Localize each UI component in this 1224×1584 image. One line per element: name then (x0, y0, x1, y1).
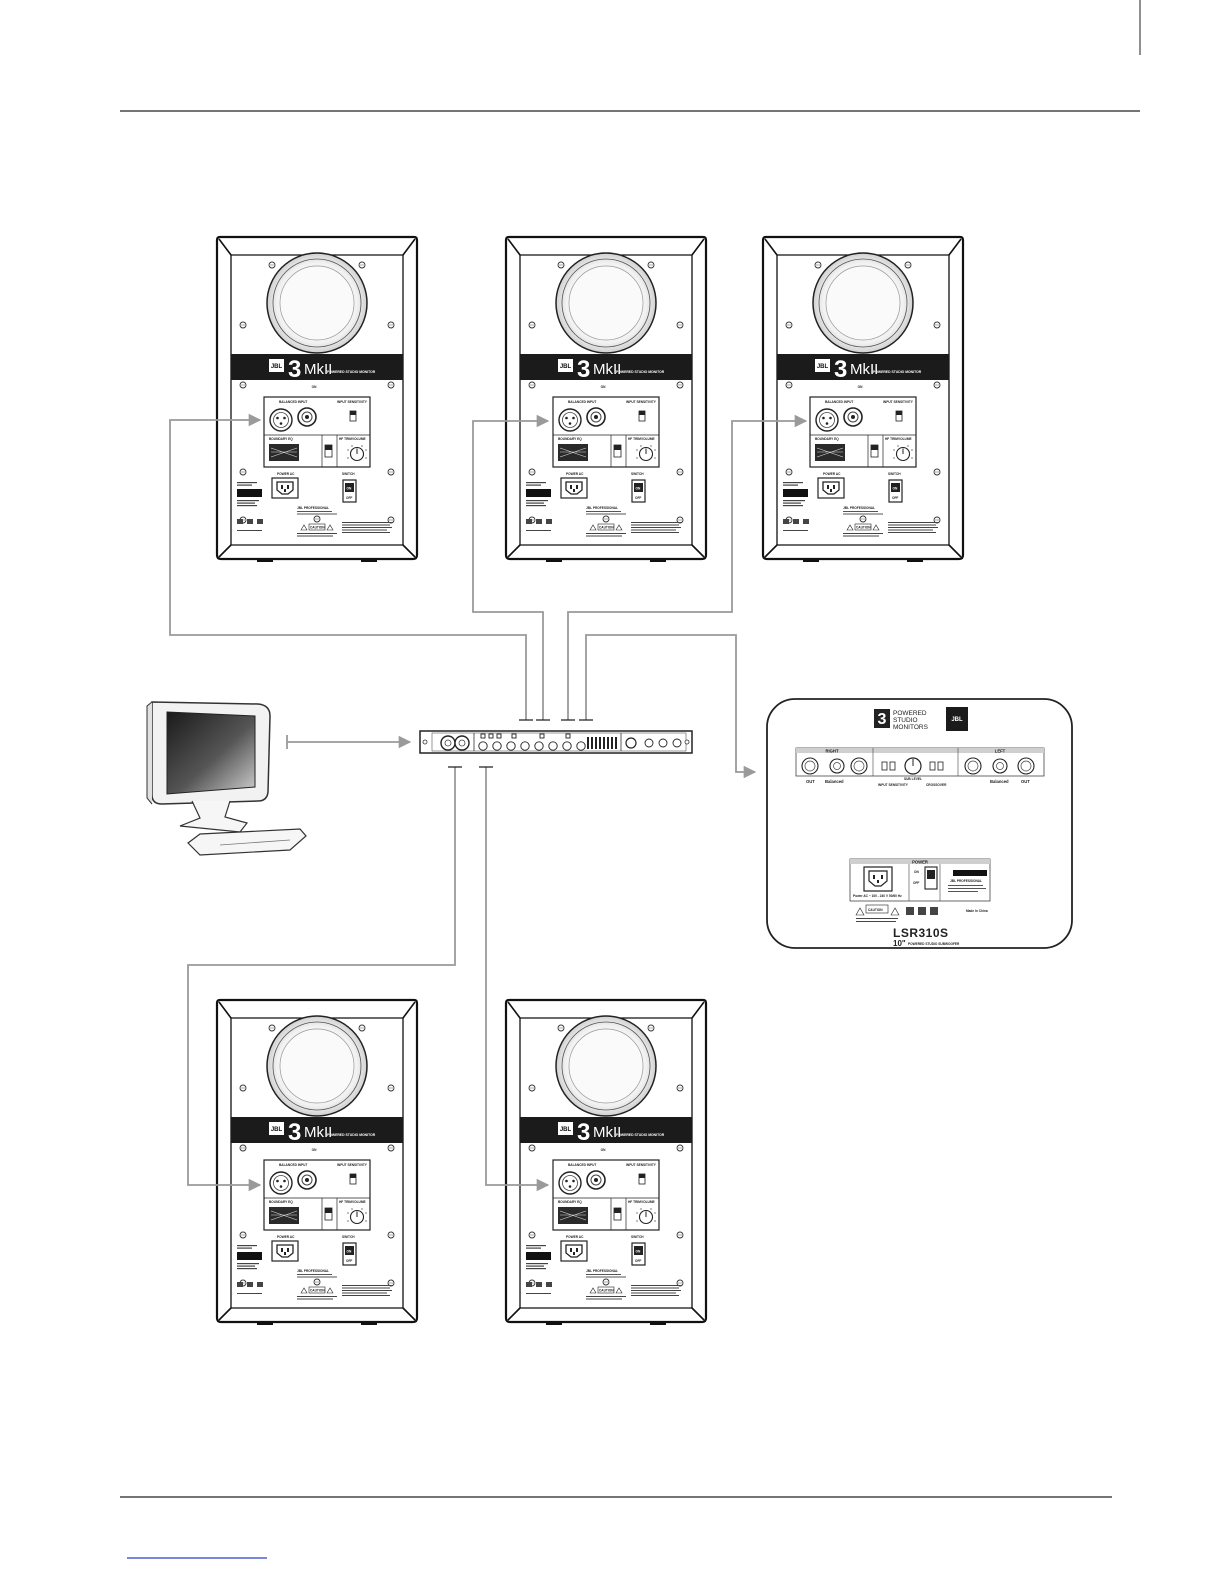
sub-off-label: OFF (913, 881, 919, 885)
sub-model-name: LSR310S (893, 926, 949, 940)
sub-brand-text: JBL (951, 717, 963, 723)
cable-to-front-left (169, 413, 527, 720)
cable-to-front-right (567, 414, 808, 720)
computer-monitor (146, 701, 307, 856)
sub-out-label-right: OUT (806, 779, 815, 784)
speaker-rear-right (504, 998, 708, 1327)
sub-brand-logo (946, 707, 968, 731)
sub-balanced-label-left: Balanced (990, 779, 1009, 784)
audio-interface (419, 730, 693, 754)
cable-runs (169, 413, 808, 1192)
sub-level-label: SUB LEVEL (904, 777, 922, 781)
sub-subtitle: POWERED STUDIO SUBWOOFER (908, 942, 960, 946)
cable-to-rear-left (187, 767, 456, 1192)
sub-input-sensitivity-label: INPUT SENSITIVITY (878, 783, 909, 787)
speaker-front-right (761, 235, 965, 564)
sub-right-label: RIGHT (825, 749, 838, 754)
sub-series-line2: STUDIO (893, 717, 918, 724)
cable-to-center (472, 414, 550, 720)
sub-power-label: POWER (912, 860, 928, 865)
sub-left-label: LEFT (995, 749, 1006, 754)
cable-to-subwoofer (585, 634, 757, 779)
sub-badge-digit: 3 (878, 711, 887, 728)
sub-balanced-label-right: Balanced (825, 779, 844, 784)
sub-maker-label: JBL PROFESSIONAL (950, 879, 982, 883)
speaker-rear-left (215, 998, 419, 1327)
speaker-front-left (215, 235, 419, 564)
sub-caution-label: CAUTION (868, 908, 883, 912)
cable-to-rear-right (485, 767, 550, 1192)
speaker-center (504, 235, 708, 564)
sub-out-label-left: OUT (1021, 779, 1030, 784)
subwoofer-panel: 3 POWERED STUDIO MONITORS JBL RIGHT LEFT… (766, 698, 1073, 949)
sub-badge (874, 709, 890, 728)
sub-on-label: ON (914, 870, 919, 874)
sub-series-line3: MONITORS (893, 724, 929, 731)
sub-size-label: 10" (893, 939, 906, 948)
sub-power-ac-label: Power AC ~ 100 - 240 V 50/60 Hz (853, 894, 902, 898)
sub-made-in-label: Made In China (966, 909, 988, 913)
sub-series-line1: POWERED (893, 710, 927, 717)
sub-crossover-label: CROSSOVER (926, 783, 947, 787)
